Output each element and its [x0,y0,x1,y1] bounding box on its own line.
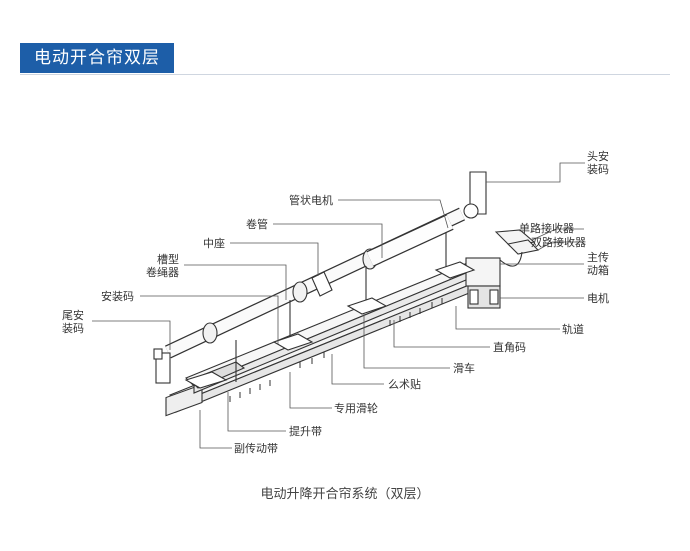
label-special-pulley: 专用滑轮 [334,402,378,415]
label-pulley: 滑车 [453,362,475,375]
label-track: 轨道 [562,323,584,336]
label-head-mount-2: 装码 [587,163,609,176]
label-tail-mount-1: 尾安 [62,309,84,322]
rail-assembly [153,171,540,417]
label-right-angle: 直角码 [493,341,526,354]
label-winding-tube: 卷管 [246,218,268,231]
section-title: 电动开合帘双层 [20,43,174,73]
leader-lines [92,162,585,449]
label-lift-belt: 提升带 [289,425,322,438]
label-head-mount-1: 头安 [587,150,609,163]
diagram-caption: 电动升降开合帘系统（双层） [260,487,430,502]
label-motor: 电机 [587,292,609,305]
label-tubular-motor: 管状电机 [289,194,333,207]
label-mounting-code: 安装码 [101,290,134,303]
label-groove-1: 槽型 [157,253,179,266]
label-middle-base: 中座 [203,237,225,250]
label-main-gearbox-1: 主传 [587,251,609,264]
label-aux-belt: 副传动带 [234,442,278,455]
label-groove-2: 卷绳器 [146,266,179,279]
label-tail-mount-2: 装码 [62,322,84,335]
label-velcro: 么术贴 [388,378,421,391]
label-single-receiver: 单路接收器 [519,222,574,235]
divider [20,74,670,75]
label-double-receiver: 双路接收器 [531,236,586,249]
label-main-gearbox-2: 动箱 [587,264,609,277]
